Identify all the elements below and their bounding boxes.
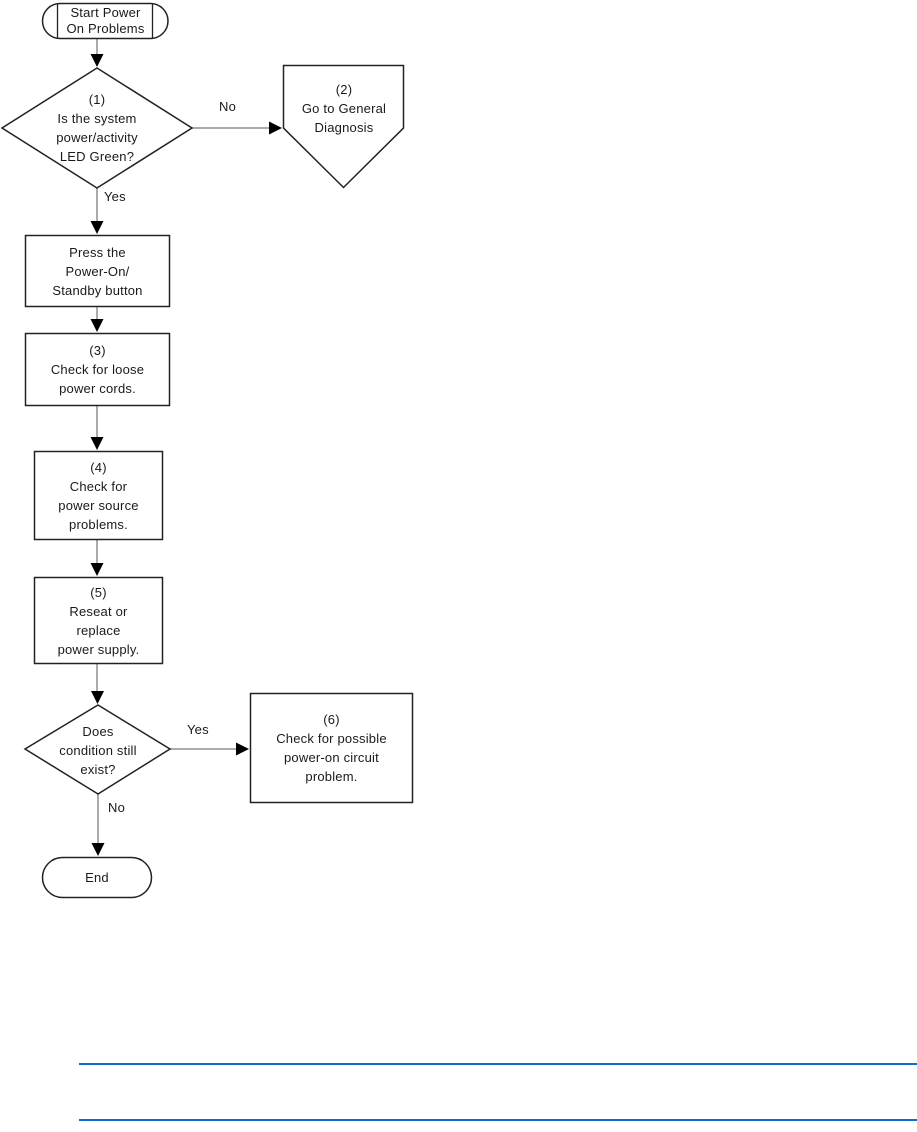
arrow-down-into-decision1-icon [90, 54, 104, 67]
edge-label-yes2: Yes [187, 722, 209, 737]
decision2-diamond-shape [23, 704, 172, 795]
horizontal-rule-bottom [79, 1119, 917, 1121]
step5-node-label: (5) Reseat or replace power supply. [57, 584, 140, 657]
edge-label-no1: No [219, 99, 237, 114]
decision1-node-label: (1) Is the system power/activity LED Gre… [56, 92, 138, 164]
decision1-diamond-shape [0, 67, 194, 189]
arrow-down-into-decision2-icon [91, 691, 104, 704]
end-node-label: End [85, 870, 109, 885]
decision2-node-label: Does condition still exist? [59, 723, 137, 777]
step5-process-shape [33, 576, 164, 665]
horizontal-rule-top [79, 1063, 917, 1065]
edge-label-no2: No [108, 800, 126, 815]
end-terminator-shape [41, 856, 153, 899]
edge-label-yes1: Yes [104, 189, 126, 204]
start-node-label: Start Power On Problems [66, 5, 145, 36]
step4-process-shape [33, 450, 164, 541]
step4-node-label: (4) Check for power source problems. [58, 459, 139, 532]
arrow-right-into-offpage-icon [269, 121, 282, 135]
step3-node-label: (3) Check for loose power cords. [50, 343, 145, 396]
offpage-connector-shape [282, 64, 405, 189]
step6-node-label: (6) Check for possible power-on circuit … [276, 712, 387, 784]
arrow-down-into-step4-icon [90, 437, 104, 450]
start-terminator-shape [41, 2, 169, 40]
arrow-down-into-step5-icon [90, 563, 104, 576]
offpage-node-label: (2) Go to General Diagnosis [301, 81, 387, 135]
step6-process-shape [249, 692, 414, 804]
arrow-right-into-step6-icon [236, 742, 249, 756]
step3-process-shape [24, 332, 171, 407]
press-process-shape [24, 234, 171, 308]
arrow-down-into-press-icon [90, 221, 104, 234]
press-node-label: Press the Power-On/ Standby button [52, 244, 143, 298]
arrow-down-into-end-icon [91, 843, 105, 856]
arrow-down-into-step3-icon [90, 319, 104, 332]
